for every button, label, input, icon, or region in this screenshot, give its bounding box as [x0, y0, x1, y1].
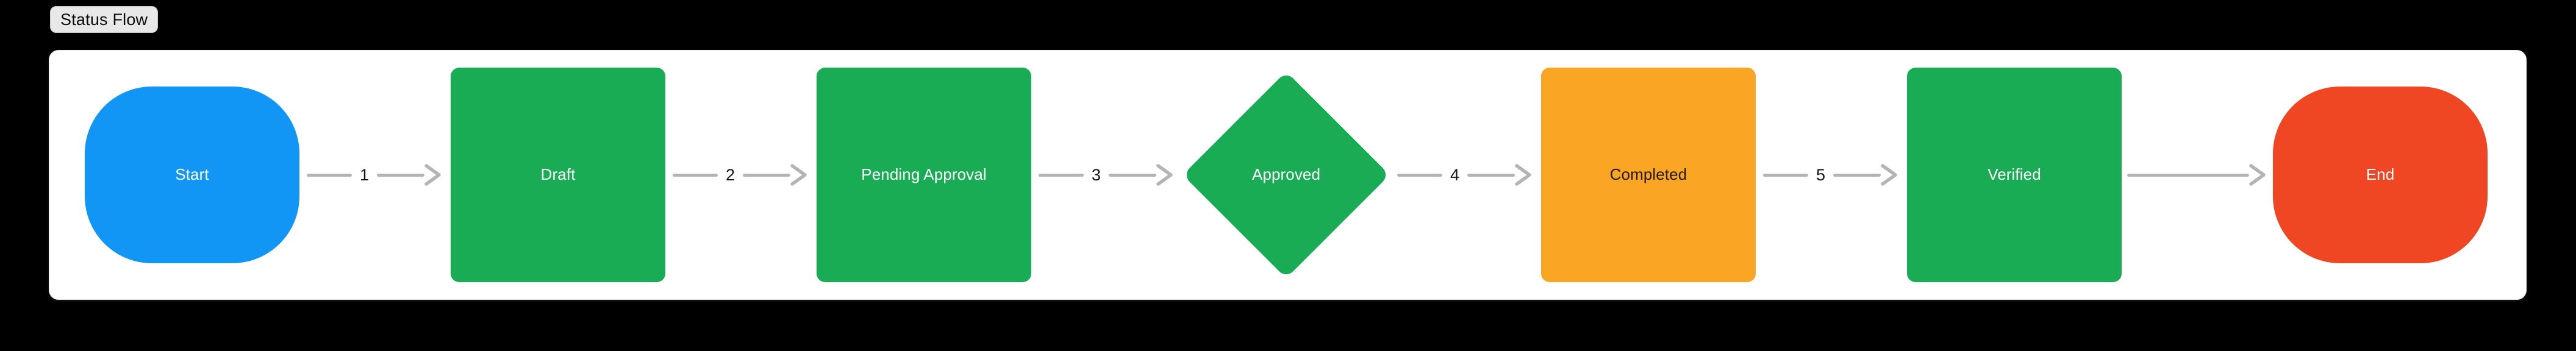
edge-label-pending-approval-to-approved: 3 — [1091, 165, 1101, 184]
flow-edge-verified-to-end[interactable] — [2122, 157, 2273, 193]
edge-line-segment — [1397, 173, 1442, 177]
edge-line-segment — [1038, 173, 1084, 177]
flow-node-pending-approval-label: Pending Approval — [861, 165, 987, 184]
edge-line-segment — [1762, 173, 1808, 177]
edge-line-segment — [1833, 173, 1881, 177]
edge-line-segment — [377, 173, 425, 177]
flow-node-draft-label: Draft — [540, 165, 576, 184]
flow-node-completed-label: Completed — [1609, 165, 1687, 184]
flow-node-completed[interactable]: Completed — [1541, 68, 1756, 282]
arrowhead-icon — [790, 164, 807, 186]
arrowhead-icon — [1515, 164, 1531, 186]
flow-edge-start-to-draft[interactable]: 1 — [299, 157, 451, 193]
flow-node-end[interactable]: End — [2273, 87, 2488, 263]
flow-node-draft[interactable]: Draft — [451, 68, 665, 282]
flow-edge-completed-to-verified[interactable]: 5 — [1756, 157, 1907, 193]
arrowhead-icon — [2249, 164, 2266, 186]
edge-line-segment — [1467, 173, 1515, 177]
flow-node-approved[interactable]: Approved — [1182, 71, 1390, 278]
flow-edge-approved-to-completed[interactable]: 4 — [1390, 157, 1541, 193]
edge-label-completed-to-verified: 5 — [1816, 165, 1826, 184]
arrowhead-icon — [1881, 164, 1897, 186]
flow-node-verified[interactable]: Verified — [1907, 68, 2122, 282]
flow-node-start[interactable]: Start — [85, 87, 299, 263]
edge-line-segment — [743, 173, 791, 177]
edge-line-segment — [1109, 173, 1157, 177]
edge-label-start-to-draft: 1 — [359, 165, 370, 184]
arrowhead-icon — [1156, 164, 1173, 186]
edge-line-segment — [306, 173, 352, 177]
flow-edge-draft-to-pending-approval[interactable]: 2 — [665, 157, 817, 193]
flow-node-pending-approval[interactable]: Pending Approval — [817, 68, 1031, 282]
flowchart-canvas[interactable]: Start 1 Draft 2 Pending Approval 3 Approved 4 Co… — [49, 50, 2527, 300]
flow-sequence: Start 1 Draft 2 Pending Approval 3 Approved 4 Co… — [49, 51, 2526, 299]
page-title: Status Flow — [60, 10, 148, 29]
flow-edge-pending-approval-to-approved[interactable]: 3 — [1031, 157, 1182, 193]
edge-label-approved-to-completed: 4 — [1450, 165, 1460, 184]
flow-node-start-label: Start — [175, 165, 209, 184]
flow-node-approved-diamond-shape — [1182, 71, 1390, 278]
edge-line-segment — [2127, 173, 2249, 177]
flow-node-verified-label: Verified — [1987, 165, 2041, 184]
flow-node-end-label: End — [2366, 165, 2395, 184]
edge-label-draft-to-pending-approval: 2 — [725, 165, 735, 184]
edge-line-segment — [672, 173, 718, 177]
page-title-badge: Status Flow — [50, 6, 159, 33]
arrowhead-icon — [424, 164, 441, 186]
